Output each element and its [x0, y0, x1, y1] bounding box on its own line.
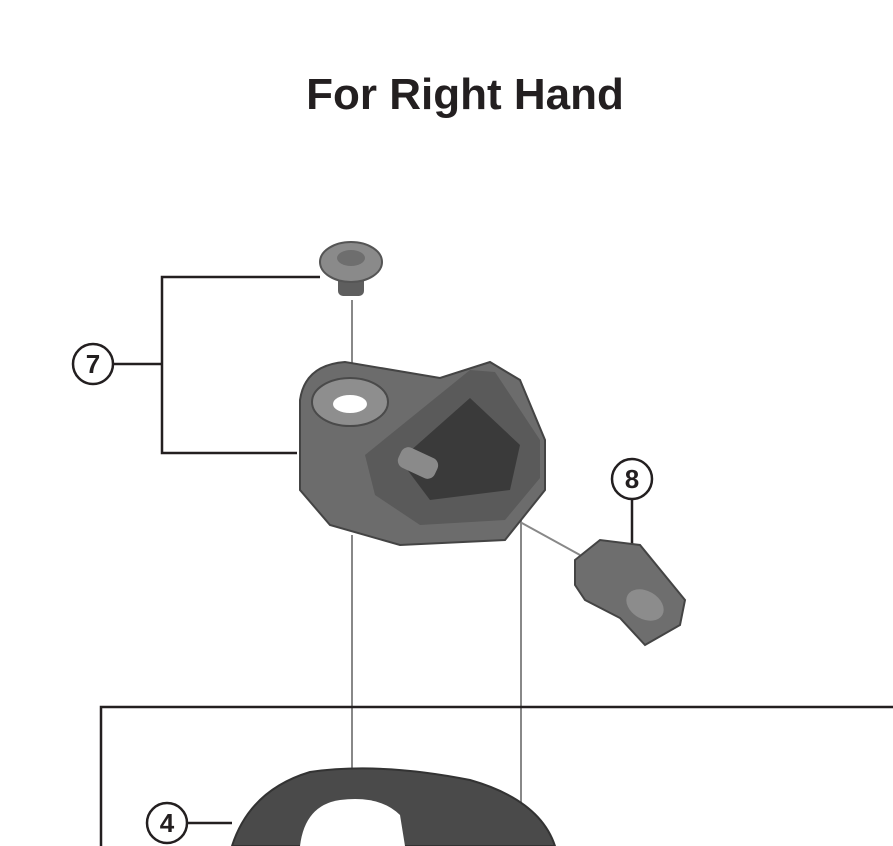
body-part-4: [230, 767, 557, 846]
bracket-part-7: [299, 360, 546, 547]
callout-4-number: 4: [160, 808, 175, 838]
lever-part-8: [574, 538, 687, 647]
screw-part: [319, 241, 383, 296]
diagram-title: For Right Hand: [306, 70, 624, 119]
callout-8: 8: [610, 457, 654, 501]
callout-7: 7: [71, 342, 115, 386]
callout-8-number: 8: [625, 464, 639, 494]
group-box-4: [99, 499, 893, 846]
bracket-7-lines: [113, 275, 320, 455]
callout-4: 4: [145, 801, 189, 845]
callout-7-number: 7: [86, 349, 100, 379]
